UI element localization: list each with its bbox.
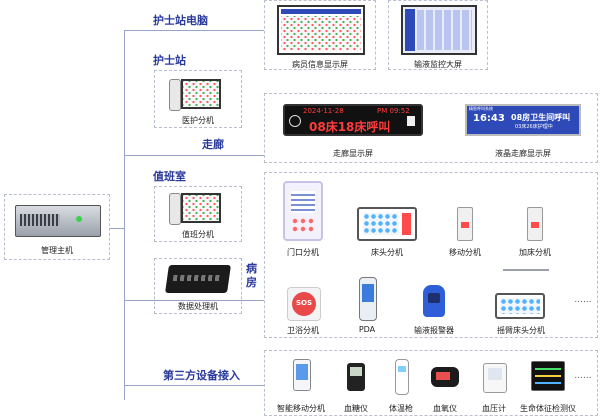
glucose-meter-icon	[347, 363, 365, 391]
processor-label: 数据处理机	[178, 302, 218, 311]
no-smoking-icon	[289, 115, 301, 127]
sos-button-icon: SOS	[287, 287, 321, 321]
branch-corridor	[124, 155, 264, 156]
nurse-device-label: 医护分机	[182, 116, 214, 125]
server-icon	[15, 205, 101, 237]
pda-icon	[359, 277, 377, 321]
trunk-line	[110, 228, 124, 229]
infusion-monitor-box: 输液监控大屏	[388, 0, 488, 70]
third-party-label: 体温枪	[389, 404, 413, 413]
duty-room-box: 值班分机	[154, 186, 242, 242]
ward-device-label: PDA	[358, 325, 376, 334]
extra-bed-terminal-icon	[527, 207, 543, 241]
corridor-box: 2024-11-28 PM 09:52 08床18床呼叫 走廊显示屏 精智呼叫系…	[264, 93, 598, 163]
terminal-screen-icon	[181, 193, 221, 223]
monitor-icon	[277, 5, 365, 55]
section-nurse-pc: 护士站电脑	[153, 14, 208, 27]
lcd-display: 精智呼叫系统 16:43 08房卫生间呼叫 03床26床护理中	[465, 104, 581, 136]
branch-ward	[124, 300, 264, 301]
top-device-label: 输液监控大屏	[414, 60, 462, 69]
bedside-terminal-icon	[357, 207, 417, 241]
led-time: PM 09:52	[377, 107, 410, 115]
infusion-alarm-icon	[423, 285, 445, 317]
pulse-oximeter-icon	[431, 367, 459, 387]
patient-info-display-box: 病员信息显示屏	[264, 0, 376, 70]
led-label: 走廊显示屏	[333, 149, 373, 158]
swing-arm-icon	[503, 269, 549, 271]
section-nurse-station: 护士站	[153, 54, 186, 67]
handset-icon	[169, 193, 181, 225]
led-date: 2024-11-28	[303, 107, 344, 115]
ward-device-label: 输液报警器	[414, 326, 454, 335]
nurse-station-box: 医护分机	[154, 70, 242, 128]
large-screen-icon	[401, 5, 477, 55]
section-ward: 病房	[246, 262, 257, 289]
third-party-label: 血氧仪	[433, 404, 457, 413]
terminal-screen-icon	[181, 79, 221, 109]
top-device-label: 病员信息显示屏	[292, 60, 348, 69]
handset-icon	[169, 79, 181, 111]
section-third-party: 第三方设备接入	[163, 369, 240, 382]
branch-nurse-pc	[124, 30, 264, 31]
section-corridor: 走廊	[202, 138, 224, 151]
swing-arm-terminal-icon	[495, 293, 545, 319]
lcd-time: 16:43	[473, 113, 505, 124]
processor-box: 数据处理机	[154, 258, 242, 314]
ward-device-label: 摇臂床头分机	[497, 326, 545, 335]
third-party-label: 血糖仪	[344, 404, 368, 413]
thermometer-gun-icon	[395, 359, 409, 395]
duty-device-label: 值班分机	[182, 230, 214, 239]
main-host-box: 管理主机	[4, 194, 110, 260]
led-display: 2024-11-28 PM 09:52 08床18床呼叫	[283, 104, 423, 136]
door-terminal-icon	[283, 181, 323, 241]
nurse-icon	[407, 116, 415, 126]
ward-device-label: 加床分机	[519, 248, 551, 257]
third-party-label: 血压计	[482, 404, 506, 413]
third-party-box: 智能移动分机 血糖仪 体温枪 血氧仪 血压计 生命体征检测仪 ......	[264, 350, 598, 416]
processor-icon	[165, 265, 231, 293]
ward-device-label: 门口分机	[287, 248, 319, 257]
branch-third-party	[124, 385, 264, 386]
vertical-bus	[124, 30, 125, 400]
ward-box: 门口分机 床头分机 移动分机 加床分机 SOS 卫浴分机 PDA 输液报警器 摇…	[264, 172, 598, 338]
vital-signs-monitor-icon	[531, 361, 565, 391]
ward-device-label: 移动分机	[449, 248, 481, 257]
lcd-call-main: 08房卫生间呼叫	[511, 113, 571, 122]
third-party-more: ......	[574, 371, 592, 381]
third-party-label: 生命体征检测仪	[520, 404, 576, 413]
blood-pressure-monitor-icon	[483, 363, 507, 393]
lcd-label: 液晶走廊显示屏	[495, 149, 551, 158]
lcd-call-sub: 03床26床护理中	[515, 124, 553, 130]
ward-device-label: 床头分机	[371, 248, 403, 257]
ward-device-label: 卫浴分机	[287, 326, 319, 335]
mobile-terminal-icon	[457, 207, 473, 241]
sos-badge: SOS	[295, 299, 313, 307]
smart-mobile-terminal-icon	[293, 359, 311, 391]
main-host-label: 管理主机	[41, 246, 73, 255]
ward-more: ......	[574, 295, 592, 305]
lcd-header: 精智呼叫系统	[469, 106, 493, 111]
led-call-text: 08床18床呼叫	[309, 120, 391, 134]
section-duty-room: 值班室	[153, 170, 186, 183]
third-party-label: 智能移动分机	[277, 404, 325, 413]
